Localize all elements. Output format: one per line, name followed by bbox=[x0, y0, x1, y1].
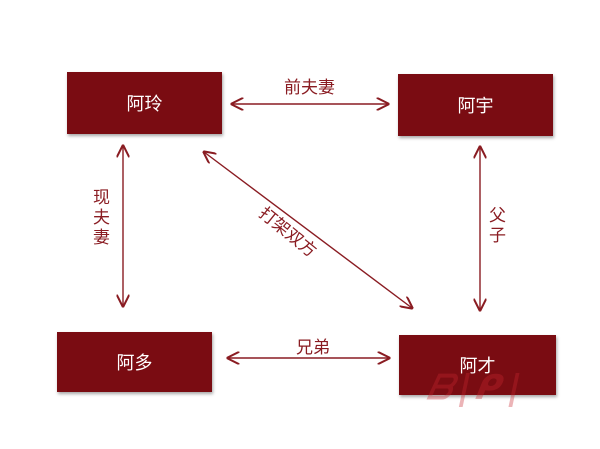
node-acai: 阿才 bbox=[399, 335, 556, 395]
node-aling: 阿玲 bbox=[67, 72, 222, 134]
label-brothers: 兄弟 bbox=[296, 338, 330, 358]
node-ayu: 阿宇 bbox=[398, 74, 553, 136]
label-current-spouse: 现夫妻 bbox=[89, 188, 109, 248]
label-ex-spouse: 前夫妻 bbox=[284, 78, 335, 98]
watermark-logo: ᗷ|ᑭ| bbox=[423, 368, 531, 408]
label-father-son: 父子 bbox=[485, 206, 505, 246]
arrow-aling-acai bbox=[204, 152, 412, 308]
node-aduo: 阿多 bbox=[57, 332, 212, 392]
